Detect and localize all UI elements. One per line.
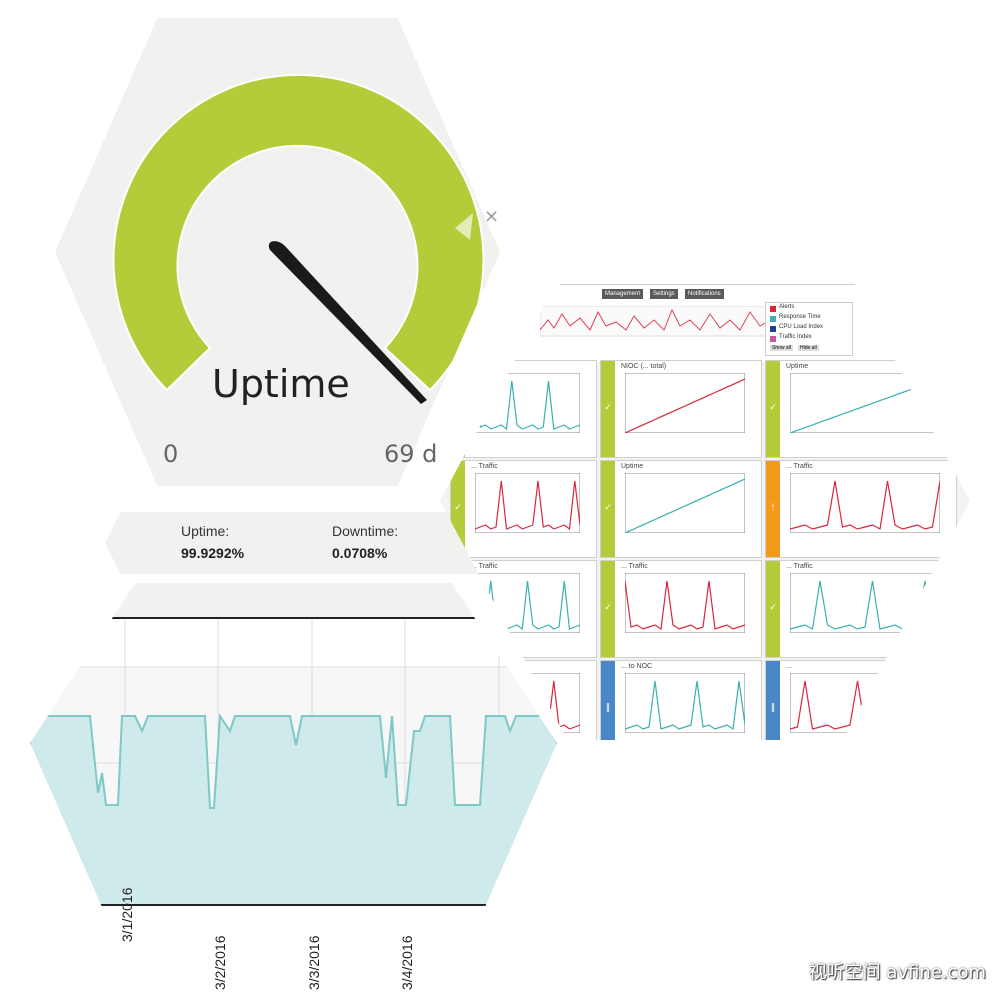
- tile-chart: [475, 473, 580, 533]
- downtime-label: Downtime:: [332, 523, 399, 539]
- status-bar: ✓: [766, 561, 780, 657]
- tile-title: Uptime: [621, 463, 644, 470]
- status-icon: ✓: [454, 503, 462, 513]
- sensor-tile[interactable]: ✓ NIOC (... total): [600, 360, 762, 458]
- downtime-value: 0.0708%: [332, 545, 388, 561]
- gauge-marker: [455, 213, 473, 240]
- legend-item[interactable]: Traffic Index: [779, 334, 812, 340]
- tile-title: ... to NOC: [621, 663, 653, 670]
- status-bar: ✓: [601, 461, 615, 557]
- management-button[interactable]: Management: [602, 289, 644, 299]
- status-icon: ✓: [769, 403, 777, 413]
- sensor-tile[interactable]: ‖...: [765, 660, 957, 740]
- gauge-max-label: 69 d: [384, 440, 438, 468]
- uptime-stats: [105, 512, 495, 574]
- notifications-button[interactable]: Notifications: [685, 289, 724, 299]
- status-icon: ‖: [770, 703, 776, 713]
- tile-title: ... count: [471, 363, 496, 370]
- tile-title: ... Traffic: [621, 563, 648, 570]
- status-bar: ‖: [766, 661, 780, 740]
- tile-chart: [790, 373, 940, 433]
- uptime-label: Uptime:: [181, 523, 230, 539]
- status-icon: ✓: [604, 603, 612, 613]
- sensor-tile[interactable]: ! ... Traffic: [765, 460, 957, 558]
- x-tick-label: 3/4/2016: [399, 935, 415, 991]
- tile-chart: [625, 473, 745, 533]
- uptime-history-chart: [30, 583, 557, 983]
- sensor-tile[interactable]: ✓ ... Traffic: [765, 560, 957, 658]
- status-bar: ✓: [601, 561, 615, 657]
- tile-title: NIOC (... total): [621, 363, 667, 370]
- gauge-min-label: 0: [163, 440, 179, 468]
- tile-chart: [790, 673, 940, 733]
- show-all-button[interactable]: Show all: [770, 345, 793, 351]
- x-tick-label: 3/1/2016: [119, 887, 135, 943]
- status-icon: !: [771, 503, 775, 513]
- uptime-value: 99.9292%: [181, 545, 245, 561]
- tile-title: ... Traffic: [471, 463, 498, 470]
- status-icon: ✓: [604, 403, 612, 413]
- legend-item[interactable]: Response Time: [779, 314, 821, 320]
- gauge-graphic: [112, 73, 485, 404]
- sensor-tile[interactable]: ✓ Uptime: [600, 460, 762, 558]
- tile-title: ... Traffic: [786, 463, 813, 470]
- watermark: 视听空间 avfine.com: [808, 962, 986, 983]
- tile-title: ... Traffic: [786, 563, 813, 570]
- sensor-tile[interactable]: ✓ ... Traffic: [600, 560, 762, 658]
- status-bar: !: [766, 461, 780, 557]
- tile-chart: [625, 673, 745, 733]
- legend-item[interactable]: CPU Load Index: [779, 324, 824, 330]
- status-bar: ‖: [601, 661, 615, 740]
- tile-title: Uptime: [786, 363, 809, 370]
- sensor-tile[interactable]: ✓ ... count: [450, 360, 597, 458]
- legend-box: Alerts Response Time CPU Load Index Traf…: [765, 302, 853, 356]
- tile-chart: [475, 573, 580, 633]
- sensor-tile[interactable]: ✓ Uptime: [765, 360, 957, 458]
- x-icon[interactable]: ⨯: [484, 206, 500, 227]
- gauge-title: Uptime: [212, 362, 350, 406]
- uptime-area: [30, 712, 557, 906]
- x-tick-label: 3/3/2016: [306, 935, 322, 991]
- gauge-needle: [268, 241, 427, 404]
- status-bar: ✓: [601, 361, 615, 457]
- status-icon: ✓: [769, 603, 777, 613]
- tile-chart: [625, 373, 745, 433]
- legend-item[interactable]: Alerts: [779, 304, 795, 310]
- tile-title: ... Traffic: [471, 563, 498, 570]
- sensor-tile[interactable]: ✓ ... Traffic: [450, 460, 597, 558]
- status-icon: ✓: [454, 403, 462, 413]
- tile-chart: [625, 573, 745, 633]
- hide-all-button[interactable]: Hide all: [798, 345, 819, 351]
- chart-top-border: [30, 617, 557, 619]
- dashboard-screenshot: Management Settings Notifications Alerts…: [440, 262, 970, 740]
- history-plot: [30, 619, 557, 906]
- tile-chart: [790, 573, 940, 633]
- gauge-arc: [112, 73, 485, 392]
- status-icon: ‖: [605, 703, 611, 713]
- sensor-tile[interactable]: ‖ ... to NOC: [600, 660, 762, 740]
- status-bar: ✓: [451, 361, 465, 457]
- dashboard-top-area: Management Settings Notifications Alerts…: [440, 262, 970, 362]
- settings-button[interactable]: Settings: [650, 289, 678, 299]
- tile-chart: [790, 473, 940, 533]
- status-icon: ✓: [604, 503, 612, 513]
- uptime-gauge-panel: [55, 18, 500, 486]
- tile-title: ...: [786, 663, 792, 670]
- status-bar: ✓: [766, 361, 780, 457]
- tile-chart: [475, 373, 580, 433]
- x-tick-label: 3/2/2016: [212, 935, 228, 991]
